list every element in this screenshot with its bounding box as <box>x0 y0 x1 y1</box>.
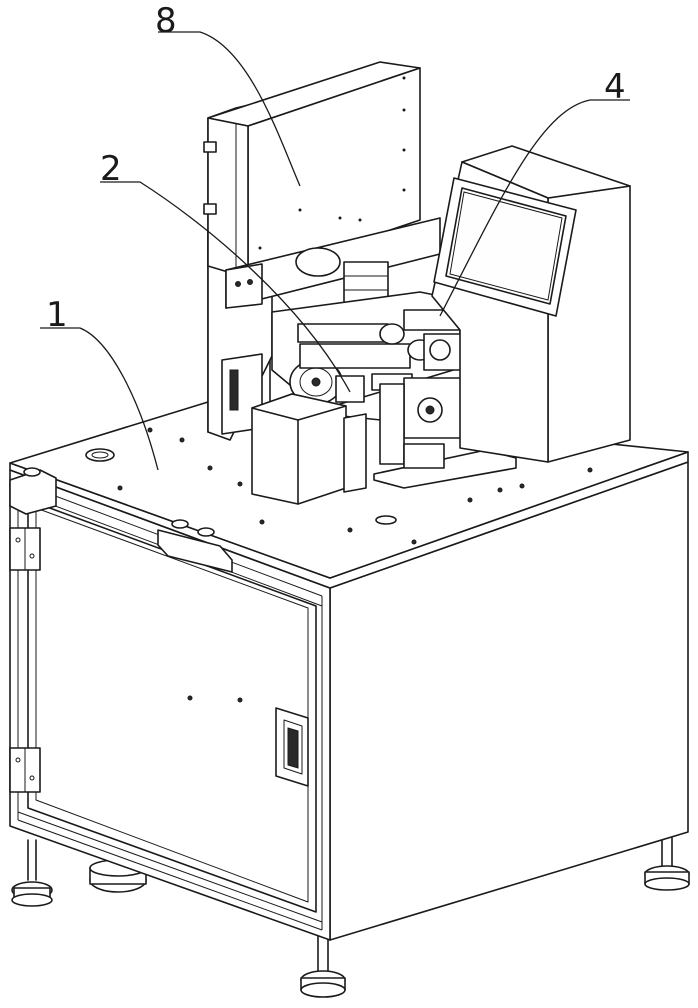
callout-8: 8 <box>155 1 177 41</box>
collection-bin <box>252 394 366 504</box>
callout-1: 1 <box>46 295 68 335</box>
control-console <box>432 146 630 462</box>
foot-front-center <box>301 930 345 997</box>
foot-front-left <box>12 840 52 906</box>
door-hinge-top <box>10 528 40 570</box>
door-handle[interactable] <box>276 708 308 786</box>
callout-4: 4 <box>604 67 626 107</box>
callout-2: 2 <box>100 149 122 189</box>
foot-right <box>645 838 689 890</box>
door-hinge-bottom <box>10 748 40 792</box>
